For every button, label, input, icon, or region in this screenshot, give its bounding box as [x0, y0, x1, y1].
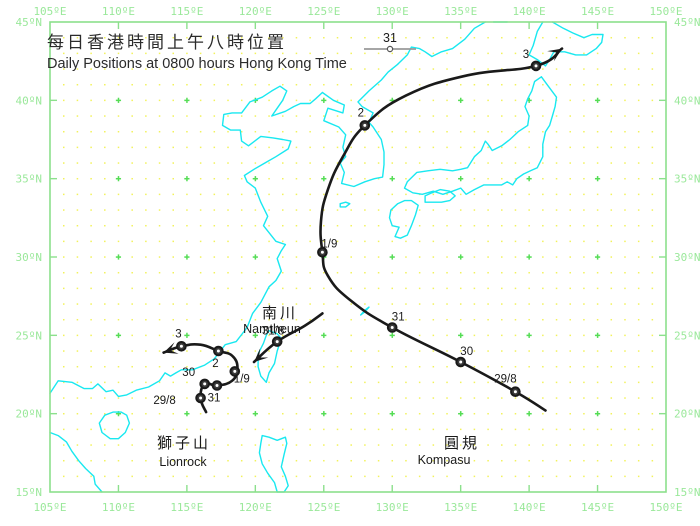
position-marker-core-kompasu-2	[390, 326, 394, 329]
lon-label-bottom-115: 115ºE	[170, 501, 203, 514]
lat-label-right-25: 25ºN	[674, 329, 700, 342]
position-date-label-lionrock-3: 1/9	[234, 373, 250, 385]
coastline-shikoku	[424, 188, 456, 203]
lon-label-top-150: 150ºE	[649, 5, 682, 18]
coastline-honshu-main	[528, 21, 604, 67]
storm-name-en-namtheun: Namtheun	[243, 322, 301, 336]
storm-track-namtheun[interactable]: 31/8	[252, 312, 324, 364]
position-marker-core-lionrock-2	[215, 384, 219, 387]
track-arrowhead-kompasu	[547, 48, 562, 62]
position-date-label-lionrock-5: 3	[175, 328, 181, 340]
position-marker-core-kompasu-5	[534, 64, 538, 68]
legend-date-label: 31	[383, 31, 397, 45]
position-date-label-lionrock-0: 29/8	[153, 395, 175, 407]
lat-label-left-15: 15ºN	[16, 486, 43, 499]
track-line-kompasu	[319, 47, 564, 412]
storm-track-kompasu[interactable]: 29/8 30 31 1/9 2 3	[317, 47, 564, 412]
coastline-luzon	[258, 434, 289, 493]
lat-label-right-30: 30ºN	[674, 251, 700, 264]
lat-label-left-25: 25ºN	[16, 329, 43, 342]
storm-name-cn-namtheun: 南川	[262, 304, 298, 322]
lat-label-left-45: 45ºN	[16, 16, 43, 29]
lon-label-top-130: 130ºE	[376, 5, 409, 18]
lon-label-top-145: 145ºE	[581, 5, 614, 18]
graticule-dots	[62, 36, 654, 478]
position-marker-core-lionrock-1	[203, 382, 207, 386]
lat-label-right-35: 35ºN	[674, 173, 700, 186]
coastline-china-mainland	[49, 85, 324, 398]
position-marker-core-kompasu-4	[363, 123, 367, 127]
legend-position-marker	[386, 45, 394, 53]
map-title-chinese: 每日香港時間上午八時位置	[47, 33, 287, 53]
lon-label-top-120: 120ºE	[239, 5, 272, 18]
position-marker-core-kompasu-1	[459, 360, 463, 364]
position-date-label-kompasu-0: 29/8	[494, 374, 516, 386]
position-marker-core-namtheun-0	[275, 340, 279, 344]
storm-name-cn-kompasu: 圓規	[444, 434, 480, 452]
track-line-namtheun	[252, 312, 324, 364]
position-date-label-kompasu-5: 3	[523, 49, 529, 61]
position-marker-core-lionrock-3	[233, 369, 237, 373]
position-date-label-kompasu-3: 1/9	[321, 238, 337, 250]
lon-label-bottom-145: 145ºE	[581, 501, 614, 514]
coastlines	[49, 21, 604, 493]
position-marker-core-lionrock-5	[179, 344, 183, 348]
lon-label-top-105: 105ºE	[33, 5, 66, 18]
lat-label-left-30: 30ºN	[16, 251, 43, 264]
lon-label-top-140: 140ºE	[513, 5, 546, 18]
map-frame	[49, 21, 667, 493]
coastline-kyushu	[388, 199, 419, 239]
storm-name-en-kompasu: Kompasu	[418, 453, 471, 467]
position-marker-core-lionrock-0	[199, 396, 203, 400]
storm-track-lionrock[interactable]: 29/8 30 31 1/9 2 3	[153, 328, 250, 414]
map-title-english: Daily Positions at 0800 hours Hong Kong …	[47, 56, 347, 72]
lon-label-bottom-110: 110ºE	[102, 501, 135, 514]
lat-label-right-20: 20ºN	[674, 408, 700, 421]
lat-label-right-15: 15ºN	[674, 486, 700, 499]
lon-label-bottom-140: 140ºE	[513, 501, 546, 514]
position-marker-core-kompasu-0	[513, 390, 517, 394]
lon-label-bottom-135: 135ºE	[444, 501, 477, 514]
position-date-label-kompasu-1: 30	[460, 346, 473, 358]
position-date-label-namtheun-0: 31/8	[262, 326, 284, 338]
position-marker-core-lionrock-4	[216, 349, 220, 353]
storm-name-en-lionrock: Lionrock	[159, 455, 207, 469]
coastline-honshu-north	[403, 76, 558, 195]
position-date-label-lionrock-1: 30	[182, 367, 195, 379]
position-date-label-kompasu-2: 31	[392, 312, 405, 324]
track-arrowhead-lionrock	[163, 342, 179, 354]
coastline-korea-peninsula	[321, 63, 399, 188]
lat-label-right-40: 40ºN	[674, 94, 700, 107]
lon-label-top-110: 110ºE	[102, 5, 135, 18]
storm-name-cn-lionrock: 獅子山	[157, 434, 211, 452]
position-marker-core-kompasu-3	[320, 250, 324, 254]
lon-label-top-125: 125ºE	[307, 5, 340, 18]
lon-label-bottom-150: 150ºE	[649, 501, 682, 514]
coastline-hainan	[98, 411, 131, 440]
lat-label-left-20: 20ºN	[16, 408, 43, 421]
lat-label-left-35: 35ºN	[16, 173, 43, 186]
coastline-indochina-coast	[49, 431, 103, 493]
lon-label-bottom-105: 105ºE	[33, 501, 66, 514]
coastline-ne-china-russia	[397, 21, 486, 65]
track-arrowhead-namtheun	[254, 348, 269, 362]
position-date-label-lionrock-2: 31	[208, 393, 221, 405]
coastline-cheju	[339, 201, 351, 208]
lon-label-top-115: 115ºE	[170, 5, 203, 18]
lon-label-bottom-125: 125ºE	[307, 501, 340, 514]
lat-label-left-40: 40ºN	[16, 94, 43, 107]
lat-label-right-45: 45ºN	[674, 16, 700, 29]
position-date-label-lionrock-4: 2	[212, 358, 218, 370]
lon-label-bottom-120: 120ºE	[239, 501, 272, 514]
lon-label-bottom-130: 130ºE	[376, 501, 409, 514]
position-date-label-kompasu-4: 2	[358, 107, 364, 119]
lon-label-top-135: 135ºE	[444, 5, 477, 18]
